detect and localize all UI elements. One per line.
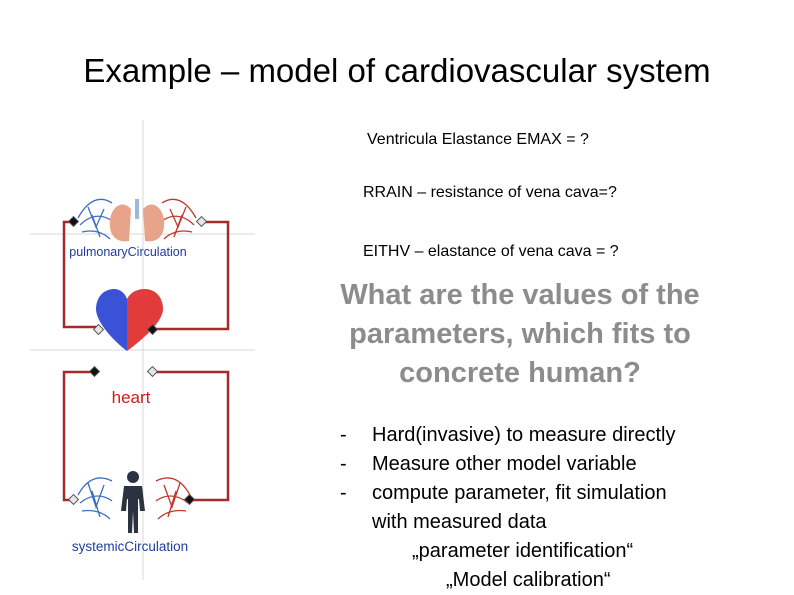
trachea-icon xyxy=(135,199,139,219)
wire-systemic-to-heart xyxy=(153,370,230,502)
systemic-vessels-right xyxy=(155,477,191,520)
bullet-item: - Measure other model variable xyxy=(340,450,790,479)
systemic-circulation-label: systemicCirculation xyxy=(72,539,188,554)
stray-dot: . xyxy=(369,290,373,304)
bullet-list: - Hard(invasive) to measure directly - Mea… xyxy=(340,421,790,595)
port-heart-right-top xyxy=(146,323,159,336)
bullet-dash: - xyxy=(340,453,347,475)
note-parameter-identification: „parameter identification“ xyxy=(412,540,634,562)
heart-left-half-icon xyxy=(96,289,127,351)
param-rrain: RRAIN – resistance of vena cava=? xyxy=(363,184,617,201)
systemic-circulation-block[interactable]: systemicCirculation xyxy=(72,471,191,554)
lung-vessels-left xyxy=(77,198,113,240)
question-line-3: concrete human? xyxy=(399,357,641,389)
bullet-continuation: with measured data xyxy=(372,511,547,533)
heart-label: heart xyxy=(112,388,151,407)
slide-title: Example – model of cardiovascular system xyxy=(83,52,711,89)
port-pulmonary-out xyxy=(195,215,208,228)
param-emax: Ventricula Elastance EMAX = ? xyxy=(367,131,589,148)
lung-left-icon xyxy=(109,204,131,242)
bullet-dash: - xyxy=(340,424,347,446)
question-line-2: parameters, which fits to xyxy=(349,318,691,350)
bullet-item: - compute parameter, fit simulation xyxy=(340,479,790,508)
wire-pulmonary-out-to-heart xyxy=(62,220,98,329)
connector-ports xyxy=(67,215,208,506)
bullet-text: compute parameter, fit simulation xyxy=(372,482,667,504)
port-systemic-in xyxy=(67,493,80,506)
pulmonary-circulation-block[interactable]: pulmonaryCirculation xyxy=(69,198,197,259)
heart-block[interactable]: heart xyxy=(96,289,163,407)
systemic-vessels-left xyxy=(77,477,113,520)
port-heart-right-bottom xyxy=(146,365,159,378)
port-heart-left-top xyxy=(92,323,105,336)
port-systemic-out xyxy=(183,493,196,506)
note-model-calibration: „Model calibration“ xyxy=(446,569,611,591)
connection-wires xyxy=(62,220,230,502)
heart-right-half-icon xyxy=(127,289,163,351)
cardiovascular-model-diagram: pulmonaryCirculation heart systemicCircu… xyxy=(30,120,255,580)
bullet-text: Measure other model variable xyxy=(372,453,637,475)
port-pulmonary-in xyxy=(67,215,80,228)
bullet-text: Hard(invasive) to measure directly xyxy=(372,424,676,446)
lung-vessels-right xyxy=(161,198,197,240)
bullet-dash: - xyxy=(340,482,347,504)
lung-right-icon xyxy=(143,204,165,242)
param-eithv: EITHV – elastance of vena cava = ? xyxy=(363,243,619,260)
wire-heart-to-pulmonary-in xyxy=(153,220,230,331)
bullet-item: - Hard(invasive) to measure directly xyxy=(340,421,790,450)
question-text: What are the values of the parameters, w… xyxy=(300,276,740,393)
human-figure-icon xyxy=(121,471,145,533)
port-heart-left-bottom xyxy=(88,365,101,378)
pulmonary-circulation-label: pulmonaryCirculation xyxy=(69,245,186,259)
question-line-1: What are the values of the xyxy=(340,279,700,311)
